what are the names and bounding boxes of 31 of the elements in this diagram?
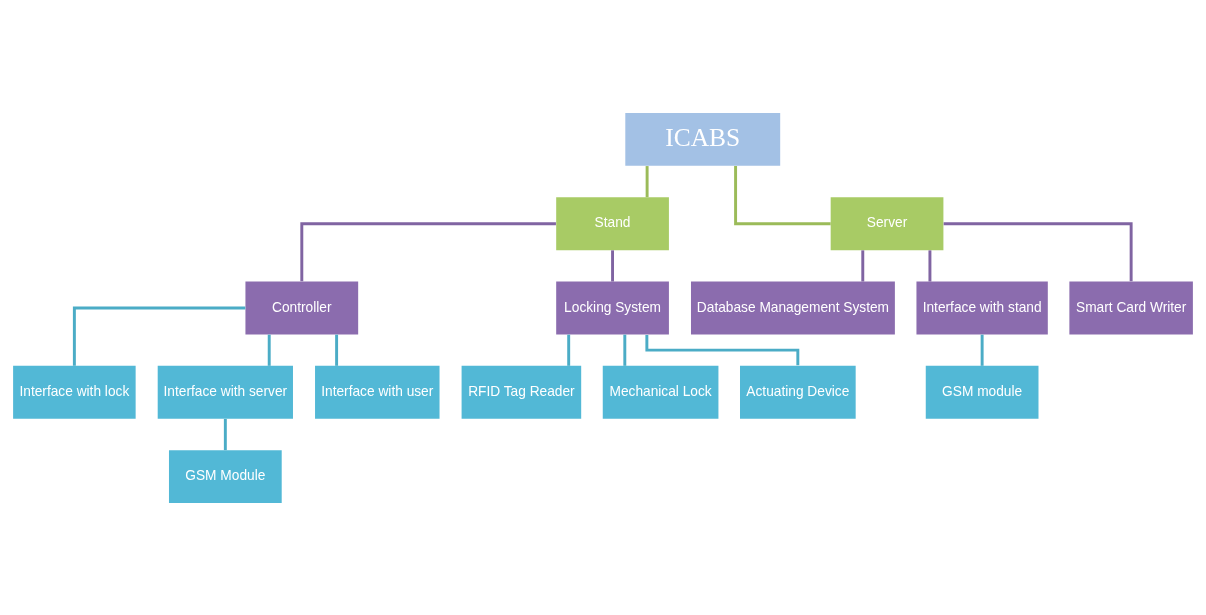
connector: [734, 165, 831, 225]
connector: [223, 418, 227, 450]
connector: [623, 334, 627, 366]
node-box: Mechanical Lock: [602, 365, 719, 419]
node-box: GSM Module: [168, 449, 282, 503]
connector: [72, 306, 246, 366]
connector: [267, 334, 271, 366]
connector: [943, 221, 1133, 281]
node-box: Server: [830, 196, 944, 250]
node-box: Interface with stand: [916, 281, 1048, 334]
node-box: ICABS: [625, 112, 781, 166]
node-box: RFID Tag Reader: [461, 365, 582, 419]
node-box: GSM module: [925, 365, 1039, 419]
connector: [645, 165, 649, 197]
node-box: Interface with user: [315, 365, 440, 419]
connector: [645, 334, 800, 365]
node-box: Interface with lock: [13, 365, 136, 419]
connector: [980, 334, 984, 366]
connector: [928, 249, 932, 281]
connector: [861, 249, 865, 281]
connector: [567, 334, 571, 366]
node-box: Controller: [245, 281, 359, 334]
node-box: Locking System: [556, 281, 669, 334]
node-box: Smart Card Writer: [1069, 281, 1193, 334]
connector: [611, 249, 615, 281]
node-box: Database Management System: [691, 281, 895, 334]
connector: [300, 221, 556, 281]
node-box: Stand: [556, 196, 669, 250]
node-box: Interface with server: [157, 365, 293, 419]
connector: [335, 334, 339, 366]
node-box: Actuating Device: [740, 365, 856, 419]
